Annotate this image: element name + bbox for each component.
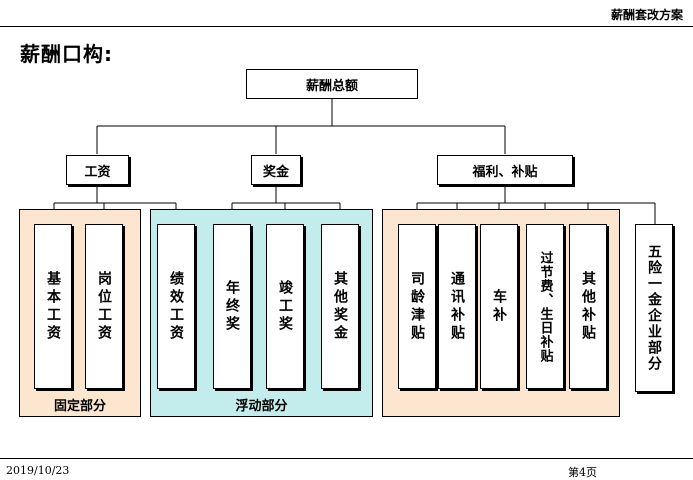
node-base-salary: 基本工资 [34,224,72,389]
node-salary-label: 工资 [84,164,111,180]
node-vehicle-allowance-label: 车补 [491,288,507,325]
node-communication-allowance-label: 通讯补贴 [449,270,465,343]
node-holiday-birthday-allowance: 过节费、生日补贴 [526,224,564,389]
root-node-label: 薪酬总额 [305,78,358,94]
footer-date: 2019/10/23 [6,464,70,477]
node-holiday-birthday-allowance-label: 过节费、生日补贴 [537,250,553,363]
node-other-allowance-label: 其他补贴 [580,270,596,343]
node-seniority-allowance-label: 司龄津贴 [409,270,425,343]
node-salary: 工资 [66,155,129,185]
header-divider [0,26,693,27]
node-welfare: 福利、补贴 [437,155,573,185]
node-position-salary: 岗位工资 [85,224,123,389]
node-completion-bonus-label: 竣工奖 [277,279,293,334]
presentation-title: 薪酬套改方案 [610,8,683,22]
node-social-insurance-label: 五险一金企业部分 [646,244,662,372]
footer-divider [0,458,693,459]
root-node-total-compensation: 薪酬总额 [246,69,418,99]
node-communication-allowance: 通讯补贴 [438,224,476,389]
node-bonus-label: 奖金 [262,164,289,180]
footer-page-number: 第4页 [568,466,597,479]
node-base-salary-label: 基本工资 [45,270,61,343]
node-year-end-bonus: 年终奖 [213,224,251,389]
node-seniority-allowance: 司龄津贴 [398,224,436,389]
node-performance-salary-label: 绩效工资 [168,270,184,343]
node-completion-bonus: 竣工奖 [266,224,304,389]
fixed-part-label: 固定部分 [53,399,106,414]
node-other-allowance: 其他补贴 [569,224,607,389]
node-welfare-label: 福利、补贴 [472,164,538,180]
node-other-bonus: 其他奖金 [321,224,359,389]
floating-part-label: 浮动部分 [235,399,288,414]
node-social-insurance-company-part: 五险一金企业部分 [635,224,673,392]
node-position-salary-label: 岗位工资 [96,270,112,343]
node-other-bonus-label: 其他奖金 [332,270,348,343]
slide-heading: 薪酬口构: [20,42,113,66]
node-bonus: 奖金 [251,155,301,185]
node-year-end-bonus-label: 年终奖 [224,279,240,334]
node-performance-salary: 绩效工资 [157,224,195,389]
node-vehicle-allowance: 车补 [480,224,518,389]
